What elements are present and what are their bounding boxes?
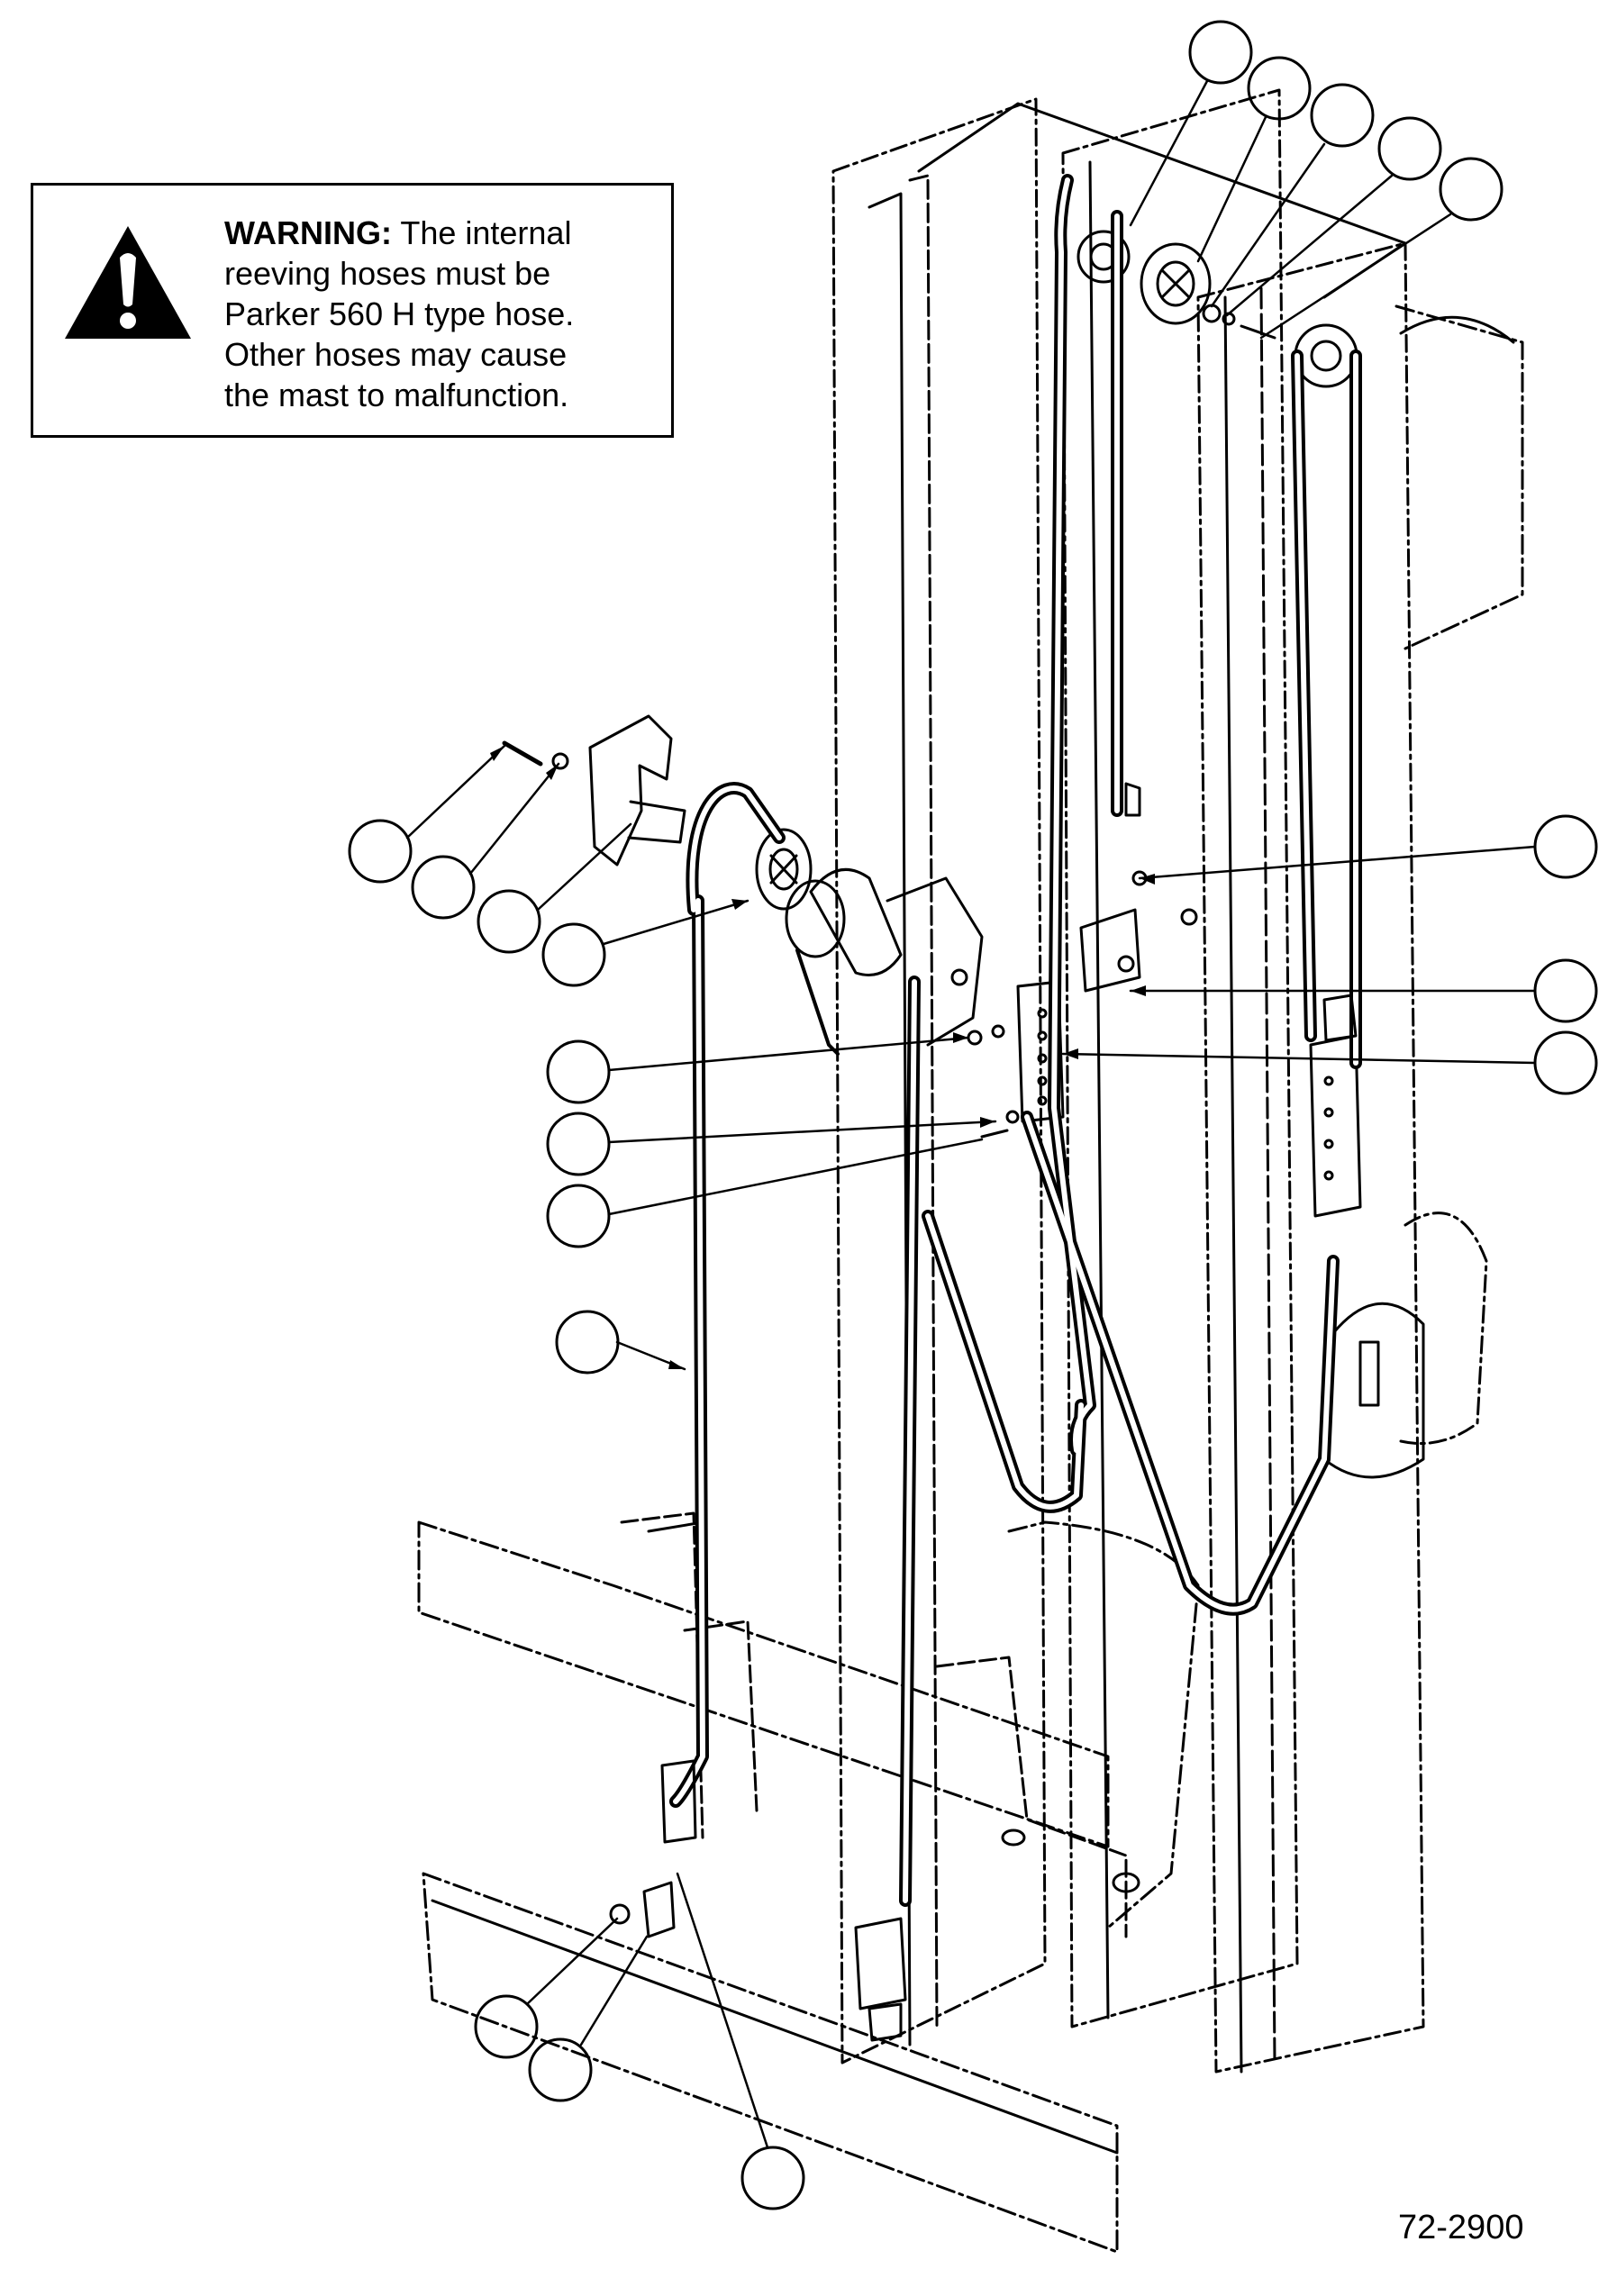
fasteners (502, 740, 1198, 1139)
carriage-pulley-and-cylinder (755, 828, 984, 1056)
reeving-hoses-core (673, 177, 1358, 1903)
reeving-hoses (669, 174, 1362, 1907)
warning-triangle-icon (65, 226, 191, 339)
warning-label: WARNING: (224, 214, 392, 251)
figure-number: 72-2900 (1398, 2209, 1524, 2246)
warning-line-5: the mast to malfunction. (224, 377, 569, 413)
mast-uprights (831, 88, 1524, 2074)
warning-line-4: Other hoses may cause (224, 336, 568, 373)
carriage-fork-plates (417, 1511, 1200, 2254)
warning-line-3: Parker 560 H type hose. (224, 295, 575, 332)
hose-fittings (609, 782, 1358, 2042)
warning-message: WARNING: The internal reeving hoses must… (224, 213, 666, 415)
warning-box: WARNING: The internal reeving hoses must… (31, 183, 674, 438)
warning-line-1: The internal (400, 214, 572, 251)
warning-line-2: reeving hoses must be (224, 255, 551, 292)
leader-arrowheads (490, 746, 1155, 1369)
